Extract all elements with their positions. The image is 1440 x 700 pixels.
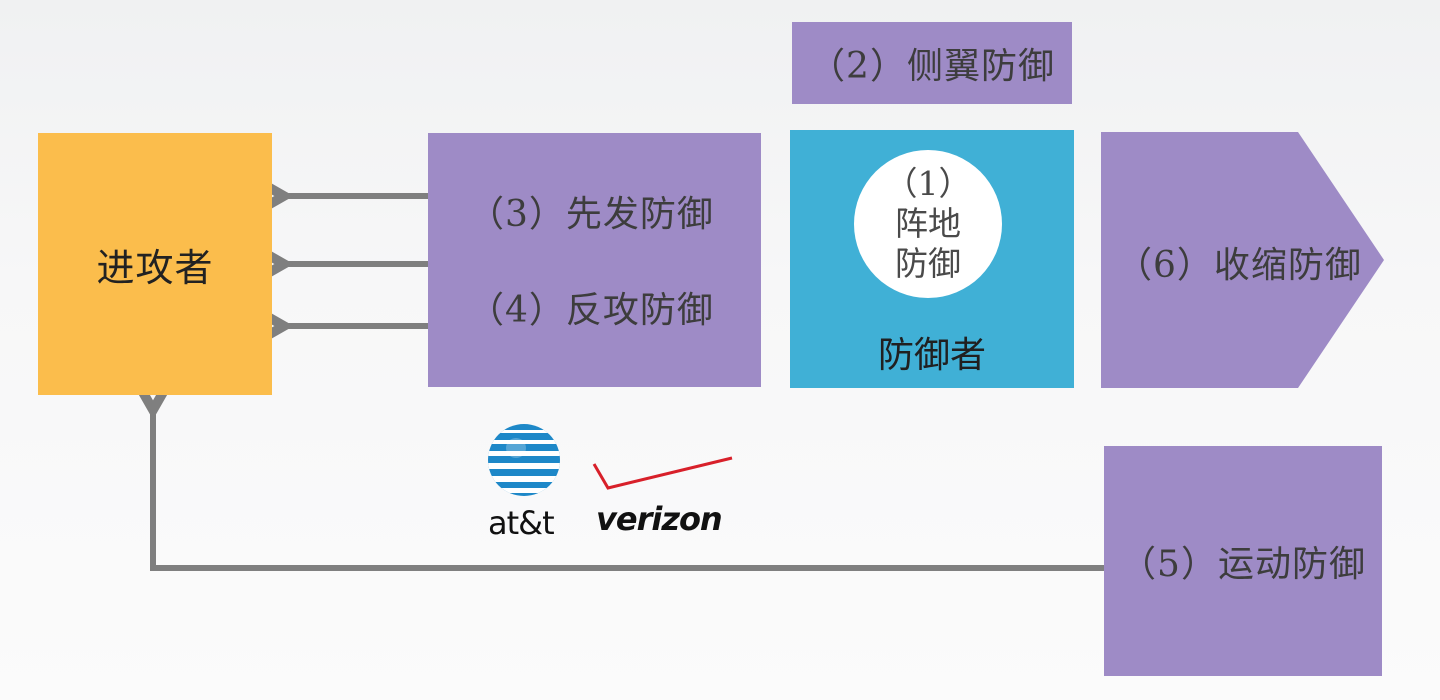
flank-defense-box: （2）侧翼防御 xyxy=(792,22,1072,104)
attacker-box: 进攻者 xyxy=(38,133,272,395)
arrow-mobile-return xyxy=(124,365,1104,571)
flank-defense-label: （2）侧翼防御 xyxy=(809,46,1055,87)
position-defense-line1: 阵地 xyxy=(895,204,961,243)
verizon-check-icon xyxy=(592,456,733,490)
mobile-defense-box: （5）运动防御 xyxy=(1104,446,1382,676)
position-defense-number: （1） xyxy=(884,164,972,203)
brand-logos: at&t verizon xyxy=(486,422,736,542)
att-logo-text: at&t xyxy=(488,504,555,542)
verizon-logo-text: verizon xyxy=(596,500,723,538)
defender-box: （1） 阵地 防御 防御者 xyxy=(790,130,1074,388)
position-defense-line2: 防御 xyxy=(895,244,961,283)
defender-label: 防御者 xyxy=(877,335,986,376)
attacker-label: 进攻者 xyxy=(96,245,214,290)
position-defense-circle: （1） 阵地 防御 xyxy=(854,150,1002,298)
mobile-defense-label: （5）运动防御 xyxy=(1120,544,1366,585)
contraction-defense-label: （6）收缩防御 xyxy=(1116,245,1362,286)
preemptive-counter-box: （3）先发防御 （4）反攻防御 xyxy=(428,133,761,387)
contraction-defense-arrow xyxy=(1101,132,1384,388)
att-globe-icon xyxy=(488,424,560,496)
counter-defense-label: （4）反攻防御 xyxy=(468,290,714,331)
preemptive-defense-label: （3）先发防御 xyxy=(468,194,714,235)
